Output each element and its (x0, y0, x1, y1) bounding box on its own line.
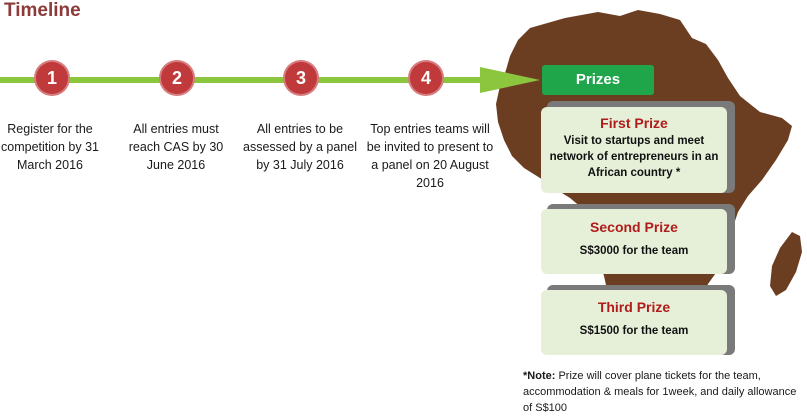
note-text: Prize will cover plane tickets for the t… (523, 370, 797, 414)
step-1-text: Register for the competition by 31 March… (1, 122, 99, 172)
first-prize-description: Visit to startups and meet network of en… (549, 135, 719, 179)
timeline-bar-line (0, 77, 490, 83)
step-2-text: All entries must reach CAS by 30 June 20… (128, 122, 224, 172)
step-3-circle: 3 (283, 60, 319, 96)
first-prize-title: First Prize (600, 115, 668, 131)
step-4-circle: 4 (408, 60, 444, 96)
second-prize-box: Second Prize S$3000 for the team (541, 209, 727, 274)
third-prize-title: Third Prize (597, 299, 671, 315)
timeline-arrowhead (480, 67, 540, 93)
step-2-circle: 2 (159, 60, 195, 96)
third-prize-box: Third Prize S$1500 for the team (541, 290, 727, 355)
timeline-arrow (0, 67, 540, 93)
page-title: Timeline (4, 0, 81, 21)
step-1-circle: 1 (34, 60, 70, 96)
prizes-header: Prizes (542, 65, 654, 95)
second-prize-description: S$3000 for the team (579, 245, 689, 257)
second-prize-title: Second Prize (590, 219, 678, 235)
first-prize-box: First Prize Visit to startups and meet n… (541, 107, 727, 193)
step-3-text: All entries to be assessed by a panel by… (243, 122, 357, 172)
prize-note: *Note: Prize will cover plane tickets fo… (523, 368, 807, 416)
madagascar-island (770, 232, 802, 296)
step-4-text: Top entries teams will be invited to pre… (366, 122, 494, 190)
note-label: *Note: (523, 370, 556, 382)
third-prize-description: S$1500 for the team (579, 325, 689, 337)
